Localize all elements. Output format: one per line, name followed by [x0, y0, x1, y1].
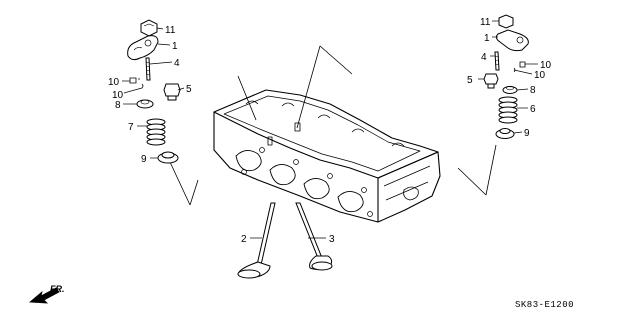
rocker-arm-part: [127, 35, 159, 61]
callout-1-right: 1: [484, 33, 490, 44]
leader-lines: [169, 45, 497, 206]
valves: [237, 202, 333, 279]
valve-seal-part: [157, 151, 179, 164]
front-direction-marker: FR.: [28, 284, 65, 304]
callout-5-right: 5: [467, 75, 473, 86]
front-label: FR.: [50, 284, 65, 294]
right-valve-train-parts: [483, 14, 529, 139]
callout-9-right: 9: [524, 128, 530, 139]
callout-9-left: 9: [141, 154, 147, 165]
callout-2: 2: [241, 234, 247, 245]
drawing-code: SK83-E1200: [515, 300, 574, 310]
callout-1-left: 1: [172, 41, 178, 52]
callout-3: 3: [329, 234, 335, 245]
adjusting-screw-part: [145, 57, 151, 81]
callout-4-right: 4: [481, 52, 487, 63]
callout-10a-left: 10: [108, 77, 120, 88]
callout-4-left: 4: [174, 58, 180, 69]
intake-valve-part: [237, 202, 276, 279]
callout-11-left: 11: [165, 25, 176, 36]
callout-7-left: 7: [128, 122, 134, 133]
callout-labels: 11 1 4 10 10 5 8 7 9 2 3 11 1 4 10 10 5 …: [108, 17, 552, 245]
callout-8-left: 8: [115, 100, 121, 111]
callout-10b-left: 10: [112, 90, 124, 101]
callout-10b-right: 10: [534, 70, 546, 81]
valve-cotter-part: [129, 77, 140, 84]
exhaust-valve-part: [295, 202, 333, 271]
callout-5-left: 5: [186, 84, 192, 95]
valve-spring-right-part: [498, 96, 518, 124]
lock-nut-part: [163, 83, 181, 97]
callout-11-right: 11: [480, 17, 491, 28]
cylinder-head: [213, 89, 441, 223]
callout-8-right: 8: [530, 85, 536, 96]
callout-leaders: [122, 20, 538, 239]
front-arrow-icon: [28, 287, 60, 304]
callout-10a-right: 10: [540, 60, 552, 71]
valve-spring-part: [146, 118, 166, 146]
callout-6-right: 6: [530, 104, 536, 115]
adjusting-nut-part: [140, 19, 158, 37]
